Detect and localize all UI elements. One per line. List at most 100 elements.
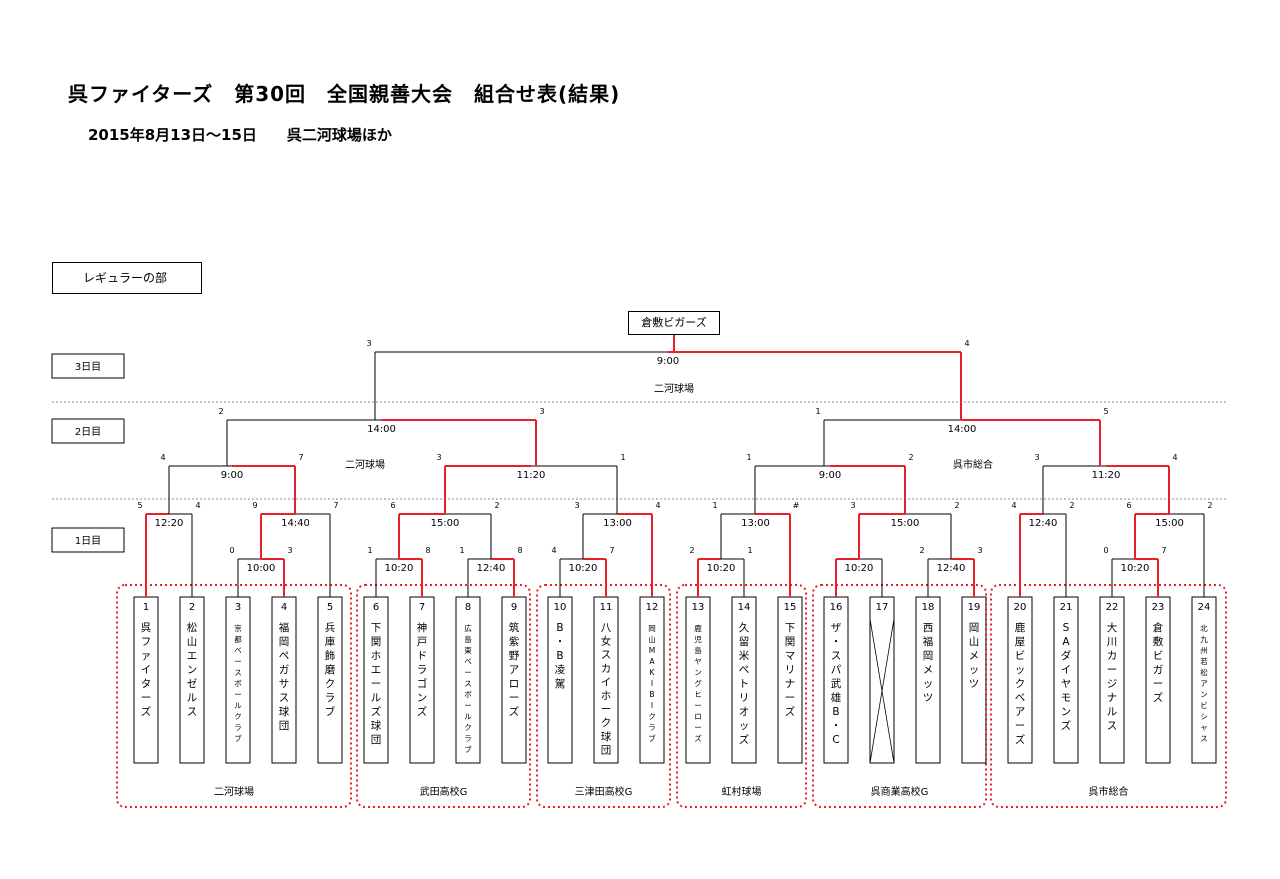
score-left: 2 (919, 546, 924, 555)
team-name: 八女スカイホーク球団 (601, 622, 612, 756)
team-box-frame (823, 596, 849, 764)
team-name: 広島東ベースボールクラブ (464, 623, 472, 754)
day-label-box (51, 353, 125, 379)
score-left: 6 (1126, 501, 1131, 510)
score-right: 2 (908, 453, 913, 462)
team-box-frame (685, 596, 711, 764)
team-name: 倉敷ビガーズ (1153, 621, 1164, 704)
match-time: 15:00 (891, 518, 920, 529)
score-right: 2 (1069, 501, 1074, 510)
team-number: 19 (968, 602, 981, 613)
venue-label: 虹村球場 (722, 785, 762, 798)
venue-label: 呉市総合 (1089, 785, 1129, 798)
team-number: 2 (189, 602, 195, 613)
team-box-frame (1145, 596, 1171, 764)
team-box-frame (731, 596, 757, 764)
venue-group (812, 584, 987, 808)
venue-group (356, 584, 531, 808)
team-box: 19 岡山メッツ (961, 596, 987, 764)
team-number: 20 (1014, 602, 1027, 613)
team-name: 久留米ペトリオッズ (739, 622, 750, 746)
team-box: 7 神戸ドラゴンズ (409, 596, 435, 764)
team-box: 2 松山エンゼルス (179, 596, 205, 764)
team-box-frame (1007, 596, 1033, 764)
team-box-frame (363, 596, 389, 764)
match-time: 15:00 (1155, 518, 1184, 529)
match-time: 12:40 (477, 563, 506, 574)
team-box-frame (915, 596, 941, 764)
match-time: 13:00 (603, 518, 632, 529)
team-name: 松山エンゼルス (187, 621, 198, 718)
team-name: 岡山メッツ (969, 622, 980, 690)
score-left: 4 (1011, 501, 1016, 510)
team-number: 17 (876, 602, 889, 613)
match-time: 9:00 (657, 356, 679, 367)
team-name: 呉ファイターズ (141, 622, 152, 718)
score-left: 0 (1103, 546, 1108, 555)
match-time: 9:00 (221, 470, 243, 481)
score-right: 7 (333, 501, 338, 510)
score-left: 9 (252, 501, 257, 510)
venue-label: 呉商業高校G (871, 785, 929, 798)
cross-line (869, 618, 895, 764)
team-box-frame (225, 596, 251, 764)
team-name: 北九州若松アンビシャス (1200, 624, 1208, 743)
score-right: 4 (195, 501, 200, 510)
score-right: 1 (747, 546, 752, 555)
team-number: 22 (1106, 602, 1119, 613)
match-time: 10:00 (247, 563, 276, 574)
team-name: 福岡ペガサス球団 (279, 621, 290, 732)
team-number: 24 (1198, 602, 1211, 613)
team-number: 14 (738, 602, 751, 613)
team-box-frame (1099, 596, 1125, 764)
team-box-frame (501, 596, 527, 764)
team-box: 24 北九州若松アンビシャス (1191, 596, 1217, 764)
team-number: 8 (465, 602, 471, 613)
venue-label: 二河球場 (214, 785, 254, 798)
day-label: 1日目 (75, 536, 101, 547)
team-name: 大川カージナルス (1107, 621, 1118, 732)
team-number: 7 (419, 602, 425, 613)
day-label: 3日目 (75, 362, 101, 373)
score-left: 3 (436, 453, 441, 462)
team-number: 13 (692, 602, 705, 613)
score-right: 3 (539, 407, 544, 416)
score-left: 3 (1034, 453, 1039, 462)
match-time: 10:20 (845, 563, 874, 574)
team-box: 17 (869, 596, 895, 764)
score-right: 4 (1172, 453, 1177, 462)
score-left: 1 (459, 546, 464, 555)
team-number: 16 (830, 602, 843, 613)
champion-box: 倉敷ビガーズ (628, 311, 720, 335)
team-name: 神戸ドラゴンズ (417, 621, 428, 718)
match-time: 12:40 (1029, 518, 1058, 529)
team-number: 3 (235, 602, 241, 613)
page-title: 呉ファイターズ 第30回 全国親善大会 組合せ表(結果) (68, 82, 621, 106)
match-time: 14:00 (367, 424, 396, 435)
score-left: 1 (367, 546, 372, 555)
match-time: 10:20 (707, 563, 736, 574)
match-time: 13:00 (741, 518, 770, 529)
match-time: 11:20 (1092, 470, 1121, 481)
match-time: 10:20 (569, 563, 598, 574)
team-box: 8 広島東ベースボールクラブ (455, 596, 481, 764)
team-box-frame (455, 596, 481, 764)
team-box-frame (593, 596, 619, 764)
day-label-box (51, 527, 125, 553)
score-left: 3 (574, 501, 579, 510)
score-left: 6 (390, 501, 395, 510)
venue-label: 三津田高校G (575, 785, 633, 798)
